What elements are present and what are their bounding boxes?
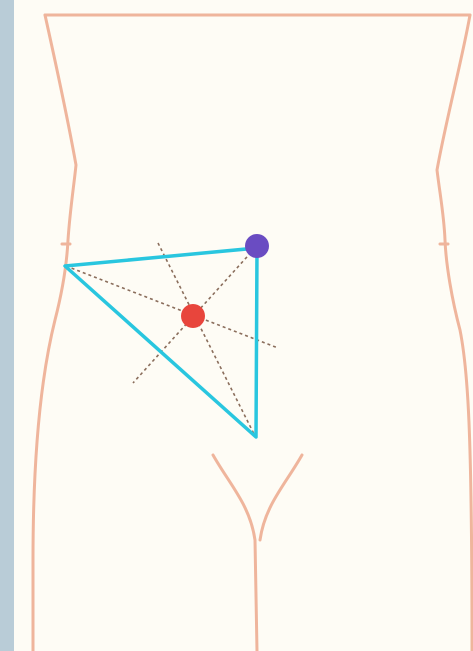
diagram-background [14,0,473,651]
purple-dot-icon [245,234,269,258]
red-dot-icon [181,304,205,328]
